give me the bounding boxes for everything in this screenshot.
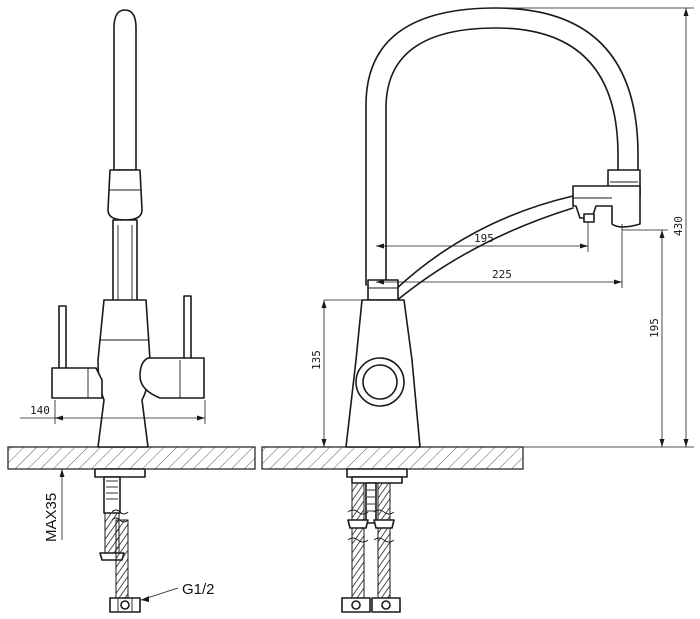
- side-body-height-label: 135: [310, 350, 323, 370]
- side-body-height-dimension: 135: [310, 299, 366, 447]
- side-reach-outer-label: 225: [492, 268, 512, 281]
- side-spray-head: [572, 185, 641, 228]
- front-spout-stem: [112, 219, 138, 313]
- front-right-handle-lever: [183, 295, 192, 361]
- side-outlet-height-label: 195: [648, 318, 661, 338]
- side-reach-inner-dimension: 195: [376, 222, 589, 252]
- thread-callout: G1/2: [140, 581, 215, 602]
- side-view: 195 225 135 195: [261, 7, 694, 613]
- front-countertop: [7, 446, 256, 470]
- front-view: 140 MAX35 G1: [7, 9, 256, 613]
- front-shank-nut: [94, 468, 146, 478]
- front-shank: [103, 476, 121, 514]
- mount-thickness-dimension: MAX35: [43, 469, 65, 542]
- side-shank-nut: [346, 468, 408, 478]
- mount-max-label: MAX35: [43, 493, 60, 542]
- front-right-handle-block: [139, 357, 205, 399]
- side-reach-inner-label: 195: [474, 232, 494, 245]
- front-width-dimension: 140: [20, 400, 206, 424]
- front-spout-tube: [113, 9, 137, 171]
- side-countertop: [261, 446, 524, 470]
- side-total-height-label: 430: [672, 216, 685, 236]
- side-gooseneck: [365, 7, 639, 286]
- side-fittings: [341, 597, 401, 613]
- front-spout-collar: [107, 169, 143, 221]
- side-total-height-dimension: 430: [420, 7, 694, 448]
- side-outlet-height-dimension: 195: [622, 229, 668, 447]
- front-hose-lower: [115, 519, 129, 601]
- side-secondary-spout: [394, 195, 574, 291]
- thread-label: G1/2: [182, 581, 215, 598]
- side-hoses: [347, 482, 395, 599]
- front-left-handle-lever: [58, 305, 67, 373]
- front-width-label: 140: [30, 404, 50, 417]
- side-reach-outer-dimension: 225: [376, 224, 623, 288]
- front-left-handle-block: [51, 367, 103, 399]
- front-fittings: [109, 597, 141, 613]
